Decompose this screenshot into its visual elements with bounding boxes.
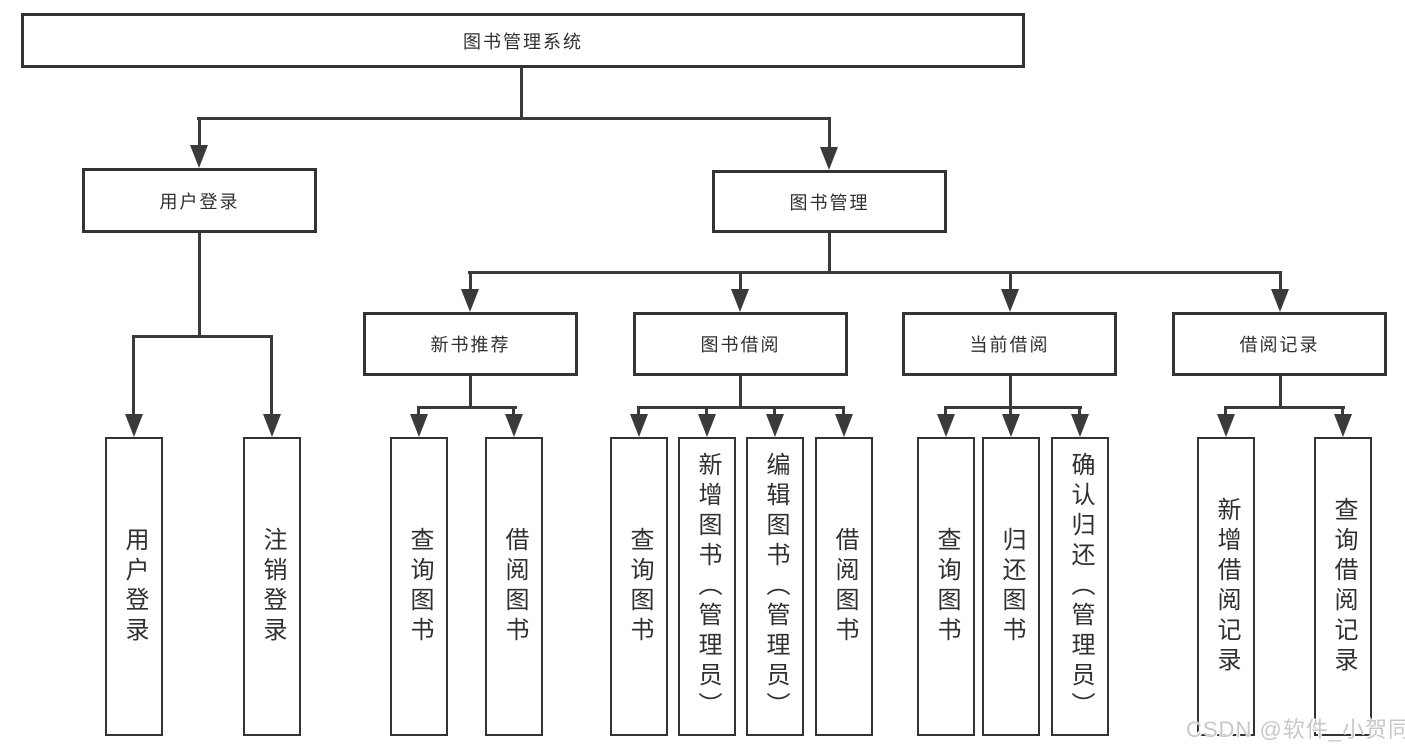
connector-drop-leaf — [132, 335, 135, 418]
connector-user-login-bar — [132, 335, 273, 338]
connector-drop-leaf — [1224, 406, 1227, 420]
leaf-add-borrow-record: 新增借阅记录 — [1197, 437, 1255, 736]
connector-new-books-bar — [417, 406, 517, 409]
leaf-confirm-return-admin: 确认归还（管理员） — [1051, 437, 1109, 736]
connector-drop-leaf — [637, 406, 640, 420]
connector-drop-leaf — [1078, 406, 1081, 420]
connector-drop-current-borrow — [1009, 271, 1012, 295]
node-borrow-records-label: 借阅记录 — [1239, 335, 1320, 355]
node-new-books-label: 新书推荐 — [430, 335, 511, 355]
connector-drop-leaf — [705, 406, 708, 420]
arrow-down-icon — [461, 289, 479, 312]
leaf-borrow-books: 借阅图书 — [815, 437, 873, 736]
node-root-label: 图书管理系统 — [463, 31, 583, 52]
arrow-down-icon — [1271, 289, 1289, 312]
leaf-edit-books-admin: 编辑图书（管理员） — [746, 437, 804, 736]
arrow-down-icon — [1071, 414, 1089, 437]
arrow-down-icon — [1001, 289, 1019, 312]
leaf-label: 归还图书 — [998, 526, 1025, 647]
leaf-query-books-current: 查询图书 — [917, 437, 975, 736]
connector-borrow-records-bar — [1224, 406, 1345, 409]
arrow-down-icon — [190, 145, 208, 168]
leaf-label: 用户登录 — [121, 526, 148, 647]
node-new-books: 新书推荐 — [363, 312, 578, 376]
leaf-label: 注销登录 — [259, 526, 286, 647]
leaf-query-books-borrow: 查询图书 — [610, 437, 668, 736]
leaf-label: 查询图书 — [933, 526, 960, 647]
arrow-down-icon — [937, 414, 955, 437]
connector-drop-borrow-records — [1279, 271, 1282, 295]
leaf-label: 查询图书 — [626, 526, 653, 647]
connector-level3-bar — [468, 271, 1282, 274]
node-user-login: 用户登录 — [82, 168, 317, 233]
leaf-label: 确认归还（管理员） — [1067, 451, 1094, 722]
connector-user-login-trunk — [198, 233, 201, 337]
connector-current-borrow-bar — [944, 406, 1082, 409]
leaf-label: 新增借阅记录 — [1213, 496, 1240, 677]
connector-drop-leaf — [270, 335, 273, 418]
node-current-borrow-label: 当前借阅 — [969, 335, 1050, 355]
connector-drop-new-books — [469, 271, 472, 295]
leaf-add-books-admin: 新增图书（管理员） — [678, 437, 736, 736]
connector-new-books-trunk — [469, 376, 472, 408]
leaf-label: 借阅图书 — [501, 526, 528, 647]
connector-current-borrow-trunk — [1009, 376, 1012, 408]
leaf-query-borrow-record: 查询借阅记录 — [1314, 437, 1372, 736]
leaf-label: 查询借阅记录 — [1330, 496, 1357, 677]
arrow-down-icon — [263, 414, 281, 437]
node-book-borrow-label: 图书借阅 — [700, 335, 781, 355]
node-book-borrow: 图书借阅 — [633, 312, 848, 376]
connector-book-borrow-trunk — [739, 376, 742, 408]
leaf-label: 编辑图书（管理员） — [762, 451, 789, 722]
connector-drop-leaf — [512, 406, 515, 420]
connector-drop-leaf — [1009, 406, 1012, 420]
node-current-borrow: 当前借阅 — [902, 312, 1117, 376]
node-borrow-records: 借阅记录 — [1172, 312, 1387, 376]
connector-root-trunk — [520, 66, 523, 119]
leaf-return-books: 归还图书 — [982, 437, 1040, 736]
node-book-management: 图书管理 — [712, 170, 947, 233]
connector-drop-leaf — [842, 406, 845, 420]
arrow-down-icon — [410, 414, 428, 437]
arrow-down-icon — [698, 414, 716, 437]
leaf-user-login: 用户登录 — [105, 437, 163, 736]
connector-drop-book-borrow — [739, 271, 742, 295]
connector-drop-user-login — [198, 117, 201, 149]
arrow-down-icon — [731, 289, 749, 312]
arrow-down-icon — [835, 414, 853, 437]
node-book-management-label: 图书管理 — [789, 192, 870, 213]
connector-drop-leaf — [944, 406, 947, 420]
arrow-down-icon — [1002, 414, 1020, 437]
arrow-down-icon — [1217, 414, 1235, 437]
arrow-down-icon — [505, 414, 523, 437]
arrow-down-icon — [125, 414, 143, 437]
connector-drop-leaf — [773, 406, 776, 420]
arrow-down-icon — [630, 414, 648, 437]
arrow-down-icon — [820, 147, 838, 170]
leaf-label: 借阅图书 — [831, 526, 858, 647]
leaf-label: 查询图书 — [406, 526, 433, 647]
leaf-logout: 注销登录 — [243, 437, 301, 736]
arrow-down-icon — [766, 414, 784, 437]
node-user-login-label: 用户登录 — [159, 191, 240, 212]
connector-drop-leaf — [417, 406, 420, 420]
connector-borrow-records-trunk — [1279, 376, 1282, 408]
leaf-query-books-newbooks: 查询图书 — [390, 437, 448, 736]
connector-drop-leaf — [1341, 406, 1344, 420]
node-root: 图书管理系统 — [21, 13, 1025, 68]
arrow-down-icon — [1334, 414, 1352, 437]
connector-level2-bar — [197, 117, 830, 120]
connector-book-management-trunk — [828, 233, 831, 274]
connector-book-borrow-bar — [637, 406, 845, 409]
leaf-borrow-books-newbooks: 借阅图书 — [485, 437, 543, 736]
connector-drop-book-management — [828, 117, 831, 151]
csdn-watermark: CSDN @软件_小贺同学 — [1186, 717, 1405, 742]
leaf-label: 新增图书（管理员） — [694, 451, 721, 722]
